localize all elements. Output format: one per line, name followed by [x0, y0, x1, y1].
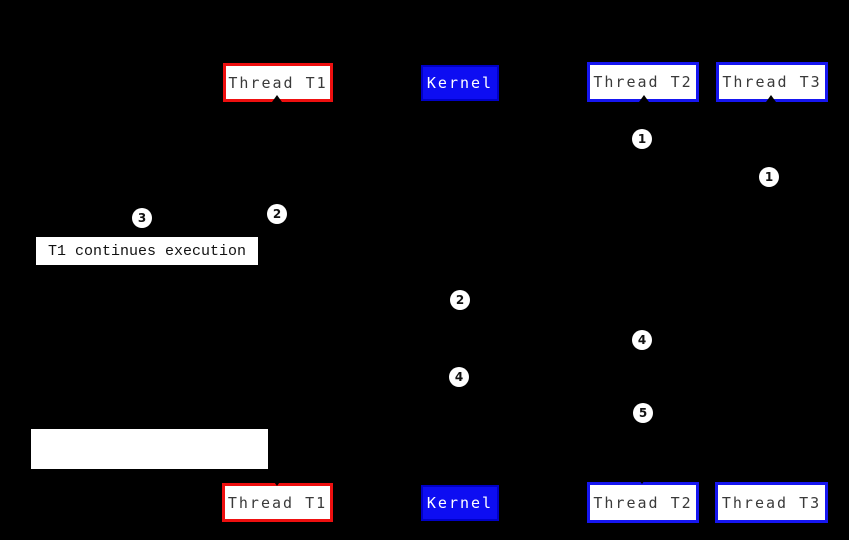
thread-t1-label-bottom: Thread T1 — [227, 493, 328, 512]
thread-t2-label-bottom: Thread T2 — [593, 493, 693, 512]
thread-t3-box-bottom: Thread T3 — [715, 482, 828, 523]
step-marker-1-t3: 1 — [759, 167, 779, 187]
thread-t2-box-bottom: Thread T2 — [587, 482, 699, 523]
arrowhead-notch — [766, 95, 776, 102]
step-marker-2-t1: 2 — [267, 204, 287, 224]
step-marker-2-kernel: 2 — [450, 290, 470, 310]
arrowhead-notch — [637, 477, 647, 484]
arrowhead-notch — [272, 479, 282, 486]
arrowhead-notch — [639, 95, 649, 102]
step-marker-3: 3 — [132, 208, 152, 228]
step-marker-4-t2: 4 — [632, 330, 652, 350]
thread-t2-label-top: Thread T2 — [593, 73, 693, 91]
thread-t3-label-bottom: Thread T3 — [721, 493, 822, 512]
thread-t3-label-top: Thread T3 — [722, 73, 822, 91]
step-marker-4-kernel: 4 — [449, 367, 469, 387]
blank-label-box — [31, 429, 268, 469]
kernel-box-bottom: Kernel — [421, 485, 499, 521]
kernel-box-top: Kernel — [421, 65, 499, 101]
step-marker-1-t2: 1 — [632, 129, 652, 149]
kernel-label-top: Kernel — [426, 74, 494, 92]
arrowhead-notch — [272, 95, 282, 102]
arrowhead-notch — [763, 474, 773, 481]
thread-t1-label-top: Thread T1 — [228, 73, 328, 92]
note-t1-continues: T1 continues execution — [36, 237, 258, 265]
thread-t1-box-bottom: Thread T1 — [222, 483, 333, 522]
step-marker-5: 5 — [633, 403, 653, 423]
kernel-label-bottom: Kernel — [426, 494, 494, 512]
